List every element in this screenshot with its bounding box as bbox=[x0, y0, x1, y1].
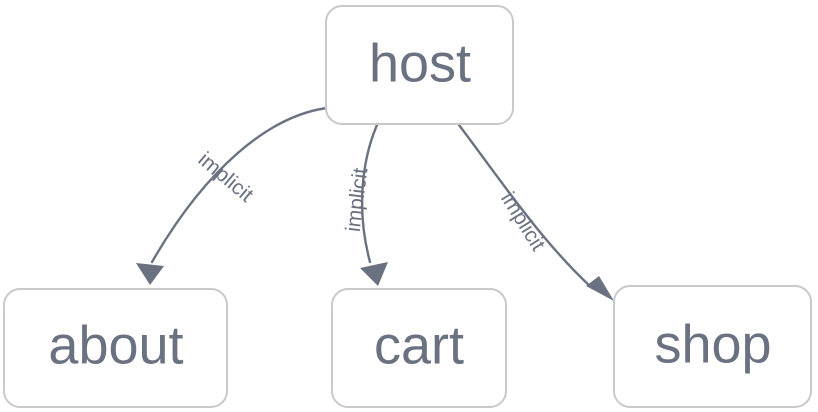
edge-host-shop-path bbox=[457, 123, 594, 290]
edge-host-cart-path bbox=[360, 123, 379, 264]
node-about-box bbox=[3, 288, 228, 408]
node-cart-box bbox=[331, 288, 507, 408]
edge-host-cart[interactable]: implicit bbox=[342, 123, 388, 286]
edge-host-about-label: implicit bbox=[194, 148, 258, 207]
node-cart[interactable]: cart bbox=[331, 288, 507, 408]
edge-host-cart-label: implicit bbox=[342, 166, 373, 233]
edge-host-about[interactable]: implicit bbox=[136, 106, 329, 285]
node-about-label: about bbox=[48, 315, 183, 375]
edge-host-about-path bbox=[150, 106, 329, 264]
edge-host-shop-label: implicit bbox=[496, 188, 550, 255]
node-shop[interactable]: shop bbox=[613, 285, 812, 408]
node-host-box bbox=[325, 5, 514, 125]
node-host[interactable]: host bbox=[325, 5, 514, 125]
edge-host-cart-arrowhead bbox=[360, 262, 388, 286]
node-about[interactable]: about bbox=[3, 288, 228, 408]
edge-host-about-arrowhead bbox=[136, 263, 164, 285]
node-shop-label: shop bbox=[654, 314, 771, 374]
node-host-label: host bbox=[369, 33, 471, 93]
node-cart-label: cart bbox=[374, 315, 464, 375]
edge-host-shop-arrowhead bbox=[586, 276, 614, 301]
node-shop-box bbox=[613, 285, 812, 408]
edge-host-shop[interactable]: implicit bbox=[457, 123, 614, 301]
